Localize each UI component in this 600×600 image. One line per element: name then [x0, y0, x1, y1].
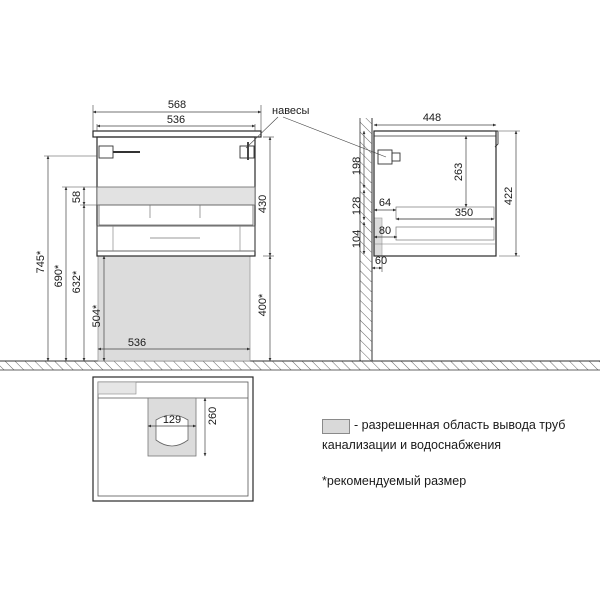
dim-198: 198 — [351, 157, 363, 175]
front-view: 568 536 навесы 430 400* 745* 690* 58 632… — [35, 99, 387, 362]
dim-422: 422 — [503, 187, 515, 205]
side-hinge-bracket — [377, 149, 393, 165]
dim-260: 260 — [207, 407, 219, 425]
plan-hinge-left — [97, 381, 137, 395]
front-countertop — [92, 130, 262, 138]
front-inner-frame — [98, 204, 254, 226]
side-hinge-plate — [391, 152, 401, 162]
dim-350: 350 — [455, 207, 473, 219]
dim-128: 128 — [351, 197, 363, 215]
side-cabinet-body — [373, 130, 497, 257]
front-hinge-right — [239, 145, 255, 159]
top-view: 129 260 — [92, 376, 254, 502]
legend-swatch — [322, 419, 350, 434]
floor-hatch — [0, 361, 600, 370]
dim-60: 60 — [375, 255, 387, 267]
hinges-leader-front — [245, 116, 279, 149]
side-upper-drawer — [395, 206, 495, 220]
dim-690: 690* — [53, 264, 65, 287]
dim-448: 448 — [423, 112, 441, 124]
dim-104: 104 — [351, 230, 363, 248]
dim-632: 632* — [71, 270, 83, 293]
front-drawer-band — [96, 186, 256, 206]
dim-504: 504* — [91, 304, 103, 327]
side-front-lip — [492, 130, 499, 148]
plan-siphon-cutout — [155, 414, 189, 447]
plan-inner — [97, 381, 249, 497]
front-allowed-area — [97, 255, 251, 362]
dim-80: 80 — [379, 225, 391, 237]
floor — [0, 360, 600, 371]
plan-outer — [92, 376, 254, 502]
dim-64: 64 — [379, 197, 391, 209]
side-view: 448 198 128 104 263 422 64 350 80 60 — [351, 112, 520, 361]
dim-58: 58 — [71, 191, 83, 203]
dim-400: 400* — [257, 293, 269, 316]
side-lower-drawer — [395, 226, 495, 241]
dim-536-bottom: 536 — [128, 337, 146, 349]
dim-430: 430 — [257, 195, 269, 213]
dim-129: 129 — [163, 414, 181, 426]
legend-line1: - разрешенная область вывода труб — [354, 418, 566, 432]
dim-568: 568 — [168, 99, 186, 111]
dim-536-top: 536 — [167, 114, 185, 126]
front-lower-drawer — [96, 225, 256, 252]
legend-line2: канализации и водоснабжения — [322, 438, 502, 452]
front-hinge-left — [98, 145, 114, 159]
dim-263: 263 — [453, 163, 465, 181]
dim-745: 745* — [35, 250, 47, 273]
legend-note: *рекомендуемый размер — [322, 474, 467, 488]
hinges-label: навесы — [272, 105, 310, 117]
